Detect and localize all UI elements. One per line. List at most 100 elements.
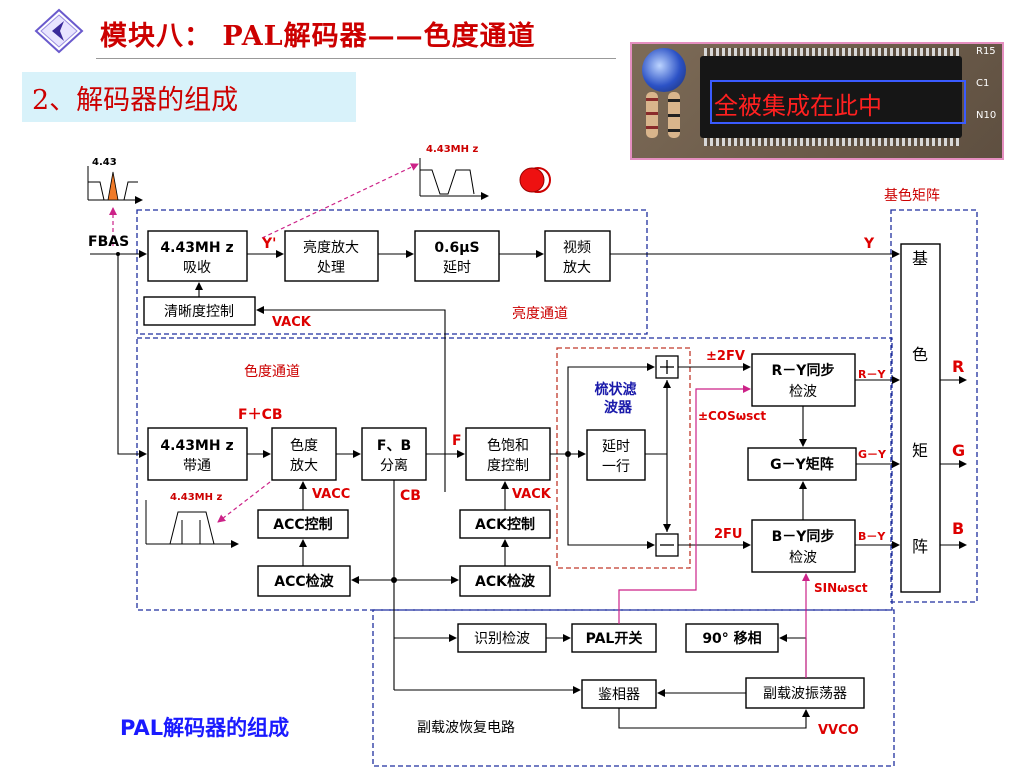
signal-ry: R－Y xyxy=(858,368,886,381)
block-gy-matrix: G－Y矩阵 xyxy=(747,447,857,481)
signal-vacc: VACC xyxy=(312,487,350,502)
recovery-region xyxy=(372,609,895,767)
trap-filter-icon: 4.43 xyxy=(87,157,143,204)
block-phase90: 90° 移相 xyxy=(685,623,779,653)
comb-filter-region xyxy=(556,347,691,569)
block-saturation-line2: 度控制 xyxy=(487,458,529,474)
matrix-char: 阵 xyxy=(912,537,928,556)
block-saturation: 色饱和 度控制 xyxy=(465,427,551,481)
block-phase90-label: 90° 移相 xyxy=(702,630,761,647)
signal-f-cb: F＋CB xyxy=(238,407,283,423)
signal-2fu: 2FU xyxy=(714,527,742,542)
pcb-label: N10 xyxy=(976,110,997,121)
resistor xyxy=(646,92,658,138)
block-delay-line1: 0.6μS xyxy=(434,240,479,256)
ic-chip-photo: 全被集成在此中 R15 C1 N10 xyxy=(630,42,1004,160)
block-acc-det: ACC检波 xyxy=(257,565,351,597)
title-divider xyxy=(96,58,616,59)
block-ry-det-line2: 检波 xyxy=(789,384,817,400)
potentiometer xyxy=(642,48,686,92)
subtitle: 2、解码器的组成 xyxy=(32,85,239,116)
block-bandpass-line1: 4.43MH z xyxy=(160,438,233,454)
block-line-delay: 延时 一行 xyxy=(586,429,646,481)
photo-caption: 全被集成在此中 xyxy=(714,92,882,120)
signal-sin: SINωsct xyxy=(814,581,868,595)
block-acc-ctrl-label: ACC控制 xyxy=(273,516,332,533)
signal-f: F xyxy=(452,433,462,449)
block-by-det-line1: B－Y同步 xyxy=(772,528,835,545)
bandpass-filter-icon: 4.43MH z xyxy=(145,492,239,548)
block-acc-det-label: ACC检波 xyxy=(274,573,334,590)
block-video-amp-line1: 视频 xyxy=(563,240,591,256)
block-bandpass: 4.43MH z 带通 xyxy=(147,427,248,481)
bandpass-freq-label: 4.43MH z xyxy=(170,492,222,503)
block-ack-ctrl-label: ACK控制 xyxy=(475,516,535,533)
output-b: B xyxy=(952,519,964,538)
block-oscillator: 副载波振荡器 xyxy=(745,677,865,709)
chroma-region xyxy=(136,337,893,611)
pcb-label: C1 xyxy=(976,78,990,89)
signal-gy: G－Y xyxy=(858,448,887,461)
signal-y: Y xyxy=(863,236,875,252)
recovery-region-label: 副载波恢复电路 xyxy=(417,719,515,736)
adder-minus xyxy=(655,533,679,557)
matrix-char: 基 xyxy=(912,249,928,268)
signal-cos: ±COSωsct xyxy=(698,409,766,423)
signal-y-prime: Y' xyxy=(261,236,276,252)
block-line-delay-line1: 延时 xyxy=(602,439,630,455)
block-sharpness-label: 清晰度控制 xyxy=(164,304,234,320)
diagram-caption: PAL解码器的组成 xyxy=(120,716,290,740)
block-saturation-line1: 色饱和 xyxy=(487,437,529,454)
block-fb-sep-line1: F、B xyxy=(377,438,411,454)
comb-filter-label-line: 梳状滤 xyxy=(595,381,637,398)
block-luma-amp: 亮度放大 处理 xyxy=(284,230,379,282)
signal-fbas: FBAS xyxy=(88,234,129,250)
block-phase-det-label: 鉴相器 xyxy=(598,687,640,703)
block-fb-sep: F、B 分离 xyxy=(361,427,427,481)
trap-freq-label: 4.43 xyxy=(92,157,117,168)
luma-region-label: 亮度通道 xyxy=(512,305,568,322)
block-line-delay-line2: 一行 xyxy=(602,459,630,475)
block-absorb: 4.43MH z 吸收 xyxy=(147,230,248,282)
signal-vvco: VVCO xyxy=(818,723,859,738)
block-absorb-line1: 4.43MH z xyxy=(160,240,233,256)
pcb-label: R15 xyxy=(976,46,996,57)
notch-filter-icon: 4.43MH z xyxy=(419,144,489,200)
page-title: 模块八： PAL解码器——色度通道 xyxy=(100,21,536,52)
block-video-amp: 视频 放大 xyxy=(544,230,611,282)
block-pal-switch-label: PAL开关 xyxy=(586,630,643,647)
chip-pins-bottom xyxy=(704,138,960,146)
block-delay: 0.6μS 延时 xyxy=(414,230,500,282)
signal-vack-luma: VACK xyxy=(272,315,312,330)
chroma-region-label: 色度通道 xyxy=(244,363,300,380)
block-bandpass-line2: 带通 xyxy=(183,458,211,474)
block-by-det-line2: 检波 xyxy=(789,550,817,566)
signal-cb: CB xyxy=(400,488,421,504)
luma-region xyxy=(136,209,648,335)
output-g: G xyxy=(952,441,965,460)
block-ack-ctrl: ACK控制 xyxy=(459,509,551,539)
adder-plus xyxy=(655,355,679,379)
block-ack-det-label: ACK检波 xyxy=(475,573,536,590)
signal-vack-chroma: VACK xyxy=(512,487,552,502)
block-chroma-amp-line1: 色度 xyxy=(290,437,318,454)
comb-filter-label: 梳状滤 波器 xyxy=(595,381,642,416)
block-by-det: B－Y同步 检波 xyxy=(751,519,856,573)
block-sharpness: 清晰度控制 xyxy=(143,296,256,326)
comb-filter-label-line: 波器 xyxy=(604,399,633,416)
block-fb-sep-line2: 分离 xyxy=(380,457,408,474)
block-ack-det: ACK检波 xyxy=(459,565,551,597)
block-chroma-amp: 色度 放大 xyxy=(271,427,337,481)
resistor xyxy=(668,92,680,138)
signal-2fv: ±2FV xyxy=(706,349,745,364)
signal-by: B－Y xyxy=(858,530,886,543)
chip-pins-top xyxy=(704,48,960,56)
notch-freq-label: 4.43MH z xyxy=(426,144,478,155)
output-r: R xyxy=(952,357,964,376)
block-luma-amp-line1: 亮度放大 xyxy=(303,239,359,256)
block-gy-matrix-label: G－Y矩阵 xyxy=(770,456,834,473)
block-oscillator-label: 副载波振荡器 xyxy=(763,686,847,702)
block-phase-det: 鉴相器 xyxy=(581,679,657,709)
block-video-amp-line2: 放大 xyxy=(563,260,591,276)
